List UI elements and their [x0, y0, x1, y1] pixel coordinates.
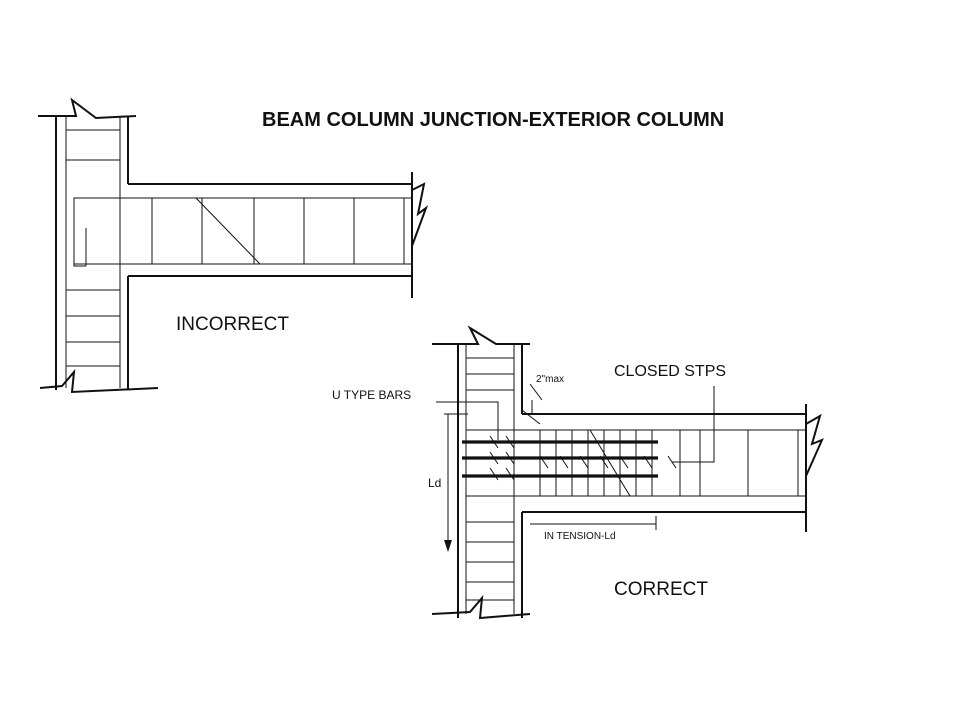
correct-cross-ties: [489, 435, 677, 481]
two-inch-max-leader-lower: [521, 409, 541, 425]
correct-column-bottom-break: [431, 594, 531, 620]
correct-label: CORRECT: [614, 579, 708, 600]
correct-u-type-bars: [462, 440, 658, 478]
u-type-bars-label: U TYPE BARS: [332, 388, 411, 402]
ld-label: Ld: [428, 476, 441, 490]
correct-column-ties: [466, 357, 514, 601]
two-inch-max-label: 2"max: [536, 374, 564, 385]
in-tension-label: IN TENSION-Ld: [544, 531, 616, 542]
incorrect-column-top-break: [38, 97, 137, 120]
ld-arrowhead: [444, 540, 452, 552]
closed-stps-label: CLOSED STPS: [614, 363, 726, 380]
diagram-title: BEAM COLUMN JUNCTION-EXTERIOR COLUMN: [262, 109, 724, 131]
correct-closed-stirrups: [539, 429, 799, 497]
incorrect-label: INCORRECT: [176, 314, 289, 335]
correct-beam-break: [805, 413, 824, 477]
correct-detail: 2"max U TYPE BARS CLOSED STPS Ld IN TENS…: [332, 325, 824, 620]
u-type-bars-leader: [436, 401, 499, 440]
two-inch-max-leader: [529, 383, 543, 401]
incorrect-column-bottom-break: [39, 368, 159, 394]
incorrect-column-ties: [66, 129, 120, 367]
incorrect-detail: INCORRECT: [38, 97, 429, 394]
incorrect-beam-top-bar: [73, 197, 412, 267]
incorrect-beam-stirrups: [151, 197, 405, 265]
closed-stps-leader: [672, 386, 715, 463]
incorrect-beam-break: [411, 182, 429, 247]
correct-column-top-break: [432, 325, 530, 345]
